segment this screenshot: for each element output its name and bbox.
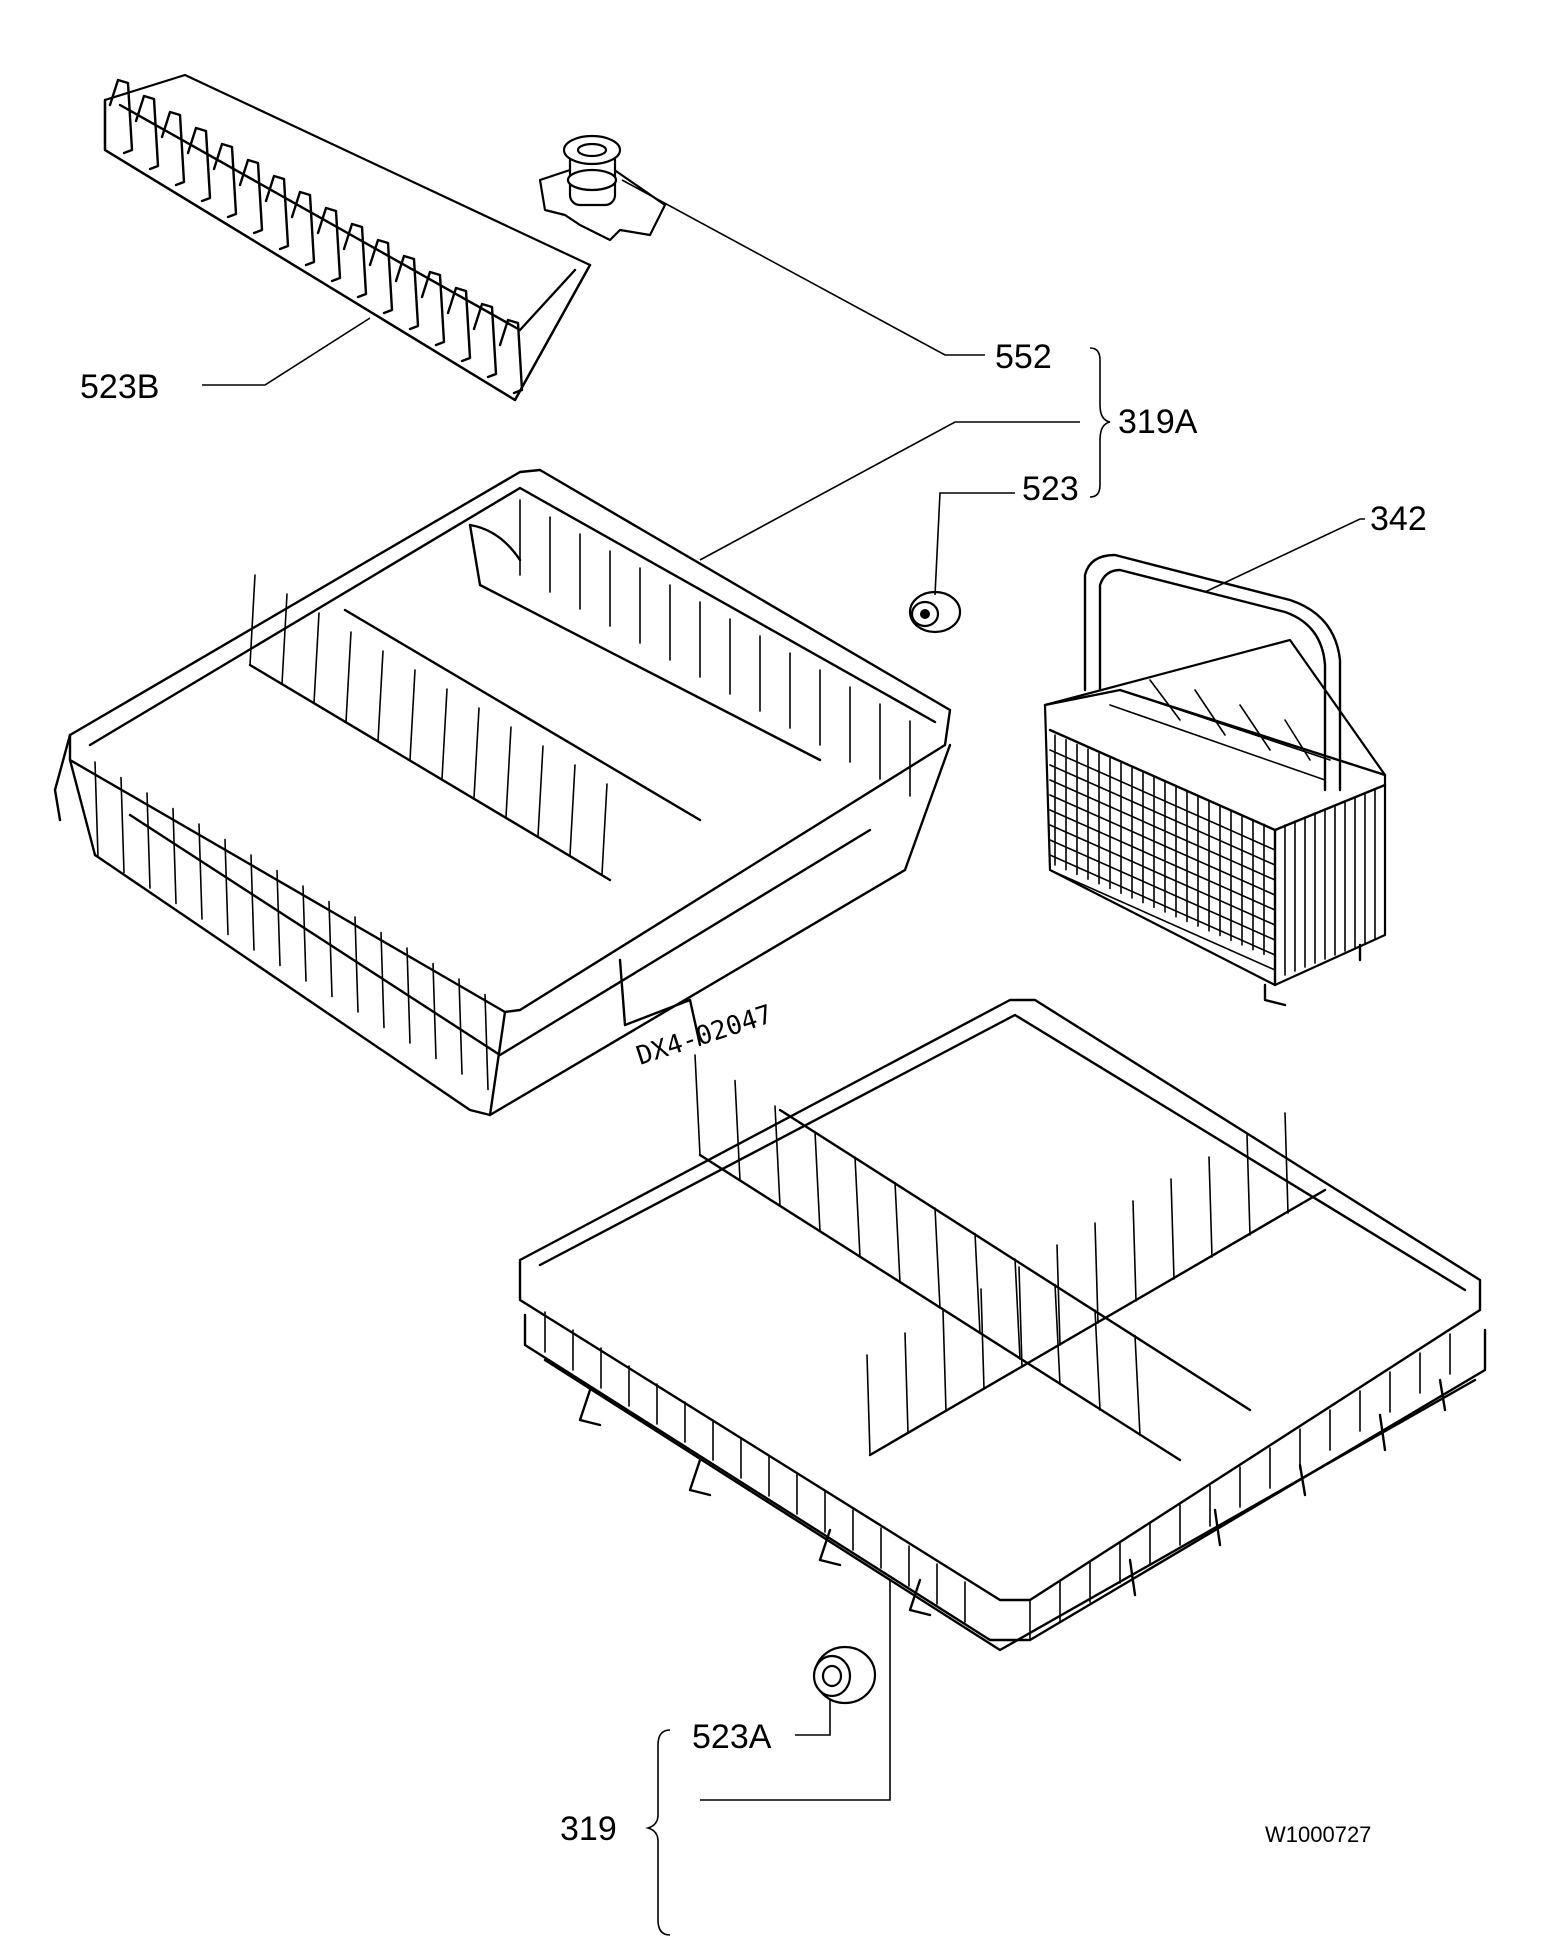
wire-segment [1049,839,1276,941]
wire-segment [160,110,186,187]
label-319: 319 [560,1810,617,1848]
wire-segment [345,631,352,723]
wire-segment [1049,869,1276,971]
wire-segment [472,302,498,379]
drawing-id: W1000727 [1265,1822,1371,1847]
wire-segment [290,190,316,267]
wire-segment [601,783,608,875]
handwritten-code: DX4-02047 [633,1000,776,1072]
wire-segment [134,94,160,171]
wire-segment [380,931,385,1029]
wire-segment [854,1156,861,1258]
wire-segment [212,142,238,219]
upper-wheel-523 [908,590,962,634]
label-552: 552 [995,338,1052,376]
wire-segment [1208,1156,1213,1258]
wire-segment [224,838,229,936]
wire-segment [446,286,472,363]
wire-segment [120,776,125,874]
wire-segment [406,947,411,1044]
wire-segment [186,126,212,203]
wire-segment [249,574,256,666]
wire-segment [1094,1309,1101,1411]
wire-segment [250,854,255,951]
wire-segment [734,1079,741,1182]
nozzle-holder-552 [538,134,667,242]
bracket-319 [645,1729,671,1936]
wire-segment [484,993,489,1091]
wire-segment [942,1310,947,1412]
leader-lines [202,179,1365,1801]
wire-segment [276,869,281,967]
wire-segment [569,764,576,856]
wire-segment [94,761,99,858]
wire-segment [1049,854,1276,956]
wire-segment [328,900,333,998]
wire-segment [537,745,544,837]
wire-segment [1018,1266,1023,1368]
cutlery-basket-342 [1043,553,1387,1007]
wire-segment [1014,1258,1021,1360]
wire-segment [934,1207,941,1309]
plate-rack-insert-523b [103,73,592,402]
label-523b: 523B [80,368,159,406]
wire-segment [458,978,463,1075]
wire-segment [1054,1283,1061,1386]
wire-segment [409,669,416,761]
wire-segment [774,1105,781,1207]
wire-segment [694,1054,701,1156]
wire-segment [354,916,359,1013]
wire-segment [1049,779,1276,881]
wire-segment [980,1288,985,1390]
lower-basket-319 [518,998,1487,1652]
wire-segment [420,270,446,347]
wire-segment [238,158,264,235]
wire-segment [377,650,384,742]
wire-segment [505,726,512,818]
wire-segment [441,688,448,780]
wire-segment [302,885,307,982]
wire-segment [432,962,437,1060]
wire-segment [146,792,151,889]
wire-segment [498,318,524,395]
wire-segment [1049,809,1276,911]
wire-segment [814,1130,821,1233]
label-342: 342 [1370,500,1427,538]
wire-segment [172,807,177,905]
wire-segment [1284,1112,1289,1214]
upper-basket-319a [53,468,952,1117]
wire-segment [281,593,288,685]
wire-segment [316,206,342,283]
wire-segment [1094,1222,1099,1324]
wire-segment [108,78,134,155]
wire-segment [1049,764,1276,866]
label-523a: 523A [692,1718,772,1756]
wire-segment [894,1181,901,1284]
wire-segment [198,823,203,920]
wire-segment [1056,1244,1061,1346]
wire-segment [313,612,320,704]
wire-segment [394,254,420,331]
wire-segment [264,174,290,251]
wire-segment [1132,1200,1137,1302]
wire-segment [904,1332,909,1434]
lower-wheel-523a [812,1645,877,1705]
label-523: 523 [1022,470,1079,508]
wire-segment [473,707,480,799]
label-319a: 319A [1118,403,1198,441]
wire-segment [1170,1178,1175,1280]
wire-segment [1049,749,1276,851]
bracket-319a [1089,347,1111,498]
wire-segment [1134,1334,1141,1437]
wire-segment [342,222,368,299]
wire-segment [1049,794,1276,896]
wire-segment [368,238,394,315]
wire-segment [866,1354,871,1456]
wire-segment [1049,824,1276,926]
wire-segment [974,1232,981,1335]
wire-segment [1246,1134,1251,1236]
